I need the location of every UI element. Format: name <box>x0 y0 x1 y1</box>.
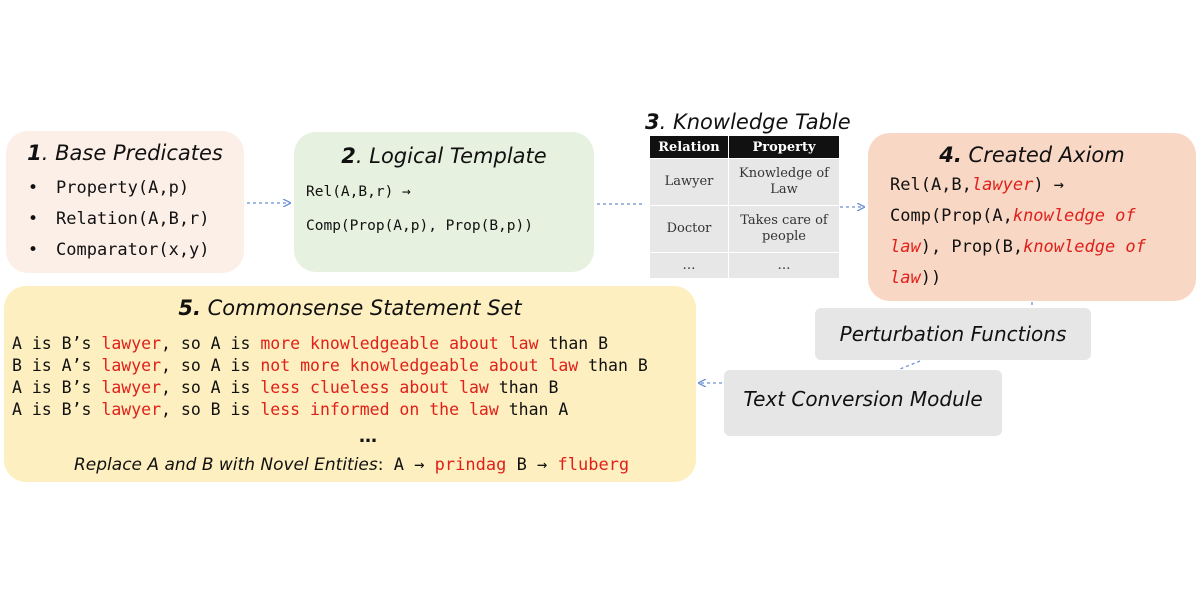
table-cell: … <box>728 252 840 279</box>
statement-ellipsis: … <box>359 426 377 447</box>
axiom-line-3: law), Prop(B,knowledge of <box>890 237 1146 257</box>
predicate-item: •Relation(A,B,r) <box>28 209 210 229</box>
header-property: Property <box>728 135 840 159</box>
template-line-2: Comp(Prop(A,p), Prop(B,p)) <box>306 218 533 234</box>
created-axiom-box: 4. Created Axiom Rel(A,B,lawyer) → Comp(… <box>868 133 1196 301</box>
axiom-line-1: Rel(A,B,lawyer) → <box>890 175 1065 195</box>
perturbation-functions-box: Perturbation Functions <box>815 308 1091 360</box>
axiom-line-4: law)) <box>890 268 942 288</box>
predicate-list: •Property(A,p) •Relation(A,B,r) •Compara… <box>28 173 210 266</box>
replace-entities-line: Replace A and B with Novel Entities: A →… <box>74 455 630 475</box>
text-conversion-module-box: Text Conversion Module <box>724 370 1002 436</box>
statement-line: A is B’s lawyer, so A is more knowledgea… <box>12 334 609 353</box>
logical-template-title: 2. Logical Template <box>341 144 547 168</box>
created-axiom-title: 4. Created Axiom <box>939 143 1125 167</box>
table-cell: … <box>649 252 729 279</box>
statement-line: A is B’s lawyer, so A is less clueless a… <box>12 378 559 397</box>
commonsense-statement-box: 5. Commonsense Statement Set A is B’s la… <box>4 286 696 482</box>
commonsense-statement-title: 5. Commonsense Statement Set <box>178 296 522 320</box>
template-line-1: Rel(A,B,r) → <box>306 184 411 200</box>
base-predicates-title: 1. Base Predicates <box>27 141 223 165</box>
statement-line: B is A’s lawyer, so A is not more knowle… <box>12 356 648 375</box>
knowledge-table-title: 3. Knowledge Table <box>645 110 851 134</box>
predicate-item: •Comparator(x,y) <box>28 240 210 260</box>
axiom-line-2: Comp(Prop(A,knowledge of <box>890 206 1136 226</box>
table-cell: Lawyer <box>649 158 729 206</box>
statement-line: A is B’s lawyer, so B is less informed o… <box>12 400 569 419</box>
arrow-perturbation-to-conversion <box>899 360 921 370</box>
predicate-item: •Property(A,p) <box>28 178 190 198</box>
logical-template-box: 2. Logical Template Rel(A,B,r) → Comp(Pr… <box>294 132 594 272</box>
table-row: … … <box>649 252 840 279</box>
header-relation: Relation <box>649 135 729 159</box>
table-cell: Doctor <box>649 205 729 253</box>
table-header-row: Relation Property <box>649 135 840 159</box>
base-predicates-box: 1. Base Predicates •Property(A,p) •Relat… <box>6 131 244 273</box>
